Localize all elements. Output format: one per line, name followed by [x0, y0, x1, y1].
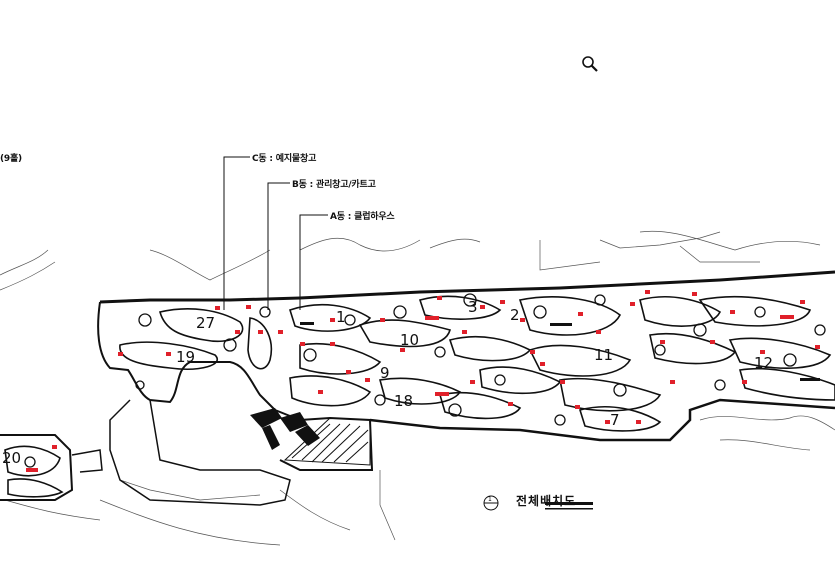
legend-symbol: 1: [483, 495, 499, 511]
hole-number: 20: [2, 449, 21, 467]
greens: [24, 293, 826, 468]
hole-number: 7: [610, 411, 620, 429]
hole-number: 3: [468, 298, 478, 316]
hole-number: 1: [336, 308, 346, 326]
terrain-lines: [0, 230, 835, 546]
label-building-a: A동 : 클럽하우스: [330, 212, 395, 222]
hole-number: 2: [510, 306, 520, 324]
hole-number: 11: [594, 346, 613, 364]
buildings: [250, 408, 320, 450]
zoom-magnifier-icon[interactable]: [580, 54, 600, 74]
legend-symbol-number: 1: [488, 496, 492, 503]
hole-number-labels: 27 19 1 10 9 18 2 11 7 12 3 20: [2, 298, 773, 467]
hole-number: 19: [176, 348, 195, 366]
markers: [26, 290, 820, 472]
hole-number: 12: [754, 354, 773, 372]
label-building-b: B동 : 관리창고/카트고: [292, 180, 376, 190]
magnifier-icon: [582, 56, 598, 72]
parking-lot: [283, 417, 371, 466]
hole-number: 18: [394, 392, 413, 410]
label-building-c: C동 : 예지물창고: [252, 154, 317, 164]
course-boundary: [0, 270, 835, 506]
tee-bars: [300, 322, 820, 510]
leader-lines: [223, 156, 328, 310]
hole-number: 10: [400, 331, 419, 349]
hole-number: 27: [196, 314, 215, 332]
legend-title: 전체배치도: [516, 494, 577, 508]
hole-number: 9: [380, 364, 390, 382]
label-left-partial: (9홀): [0, 154, 22, 164]
fairways: [4, 295, 835, 498]
